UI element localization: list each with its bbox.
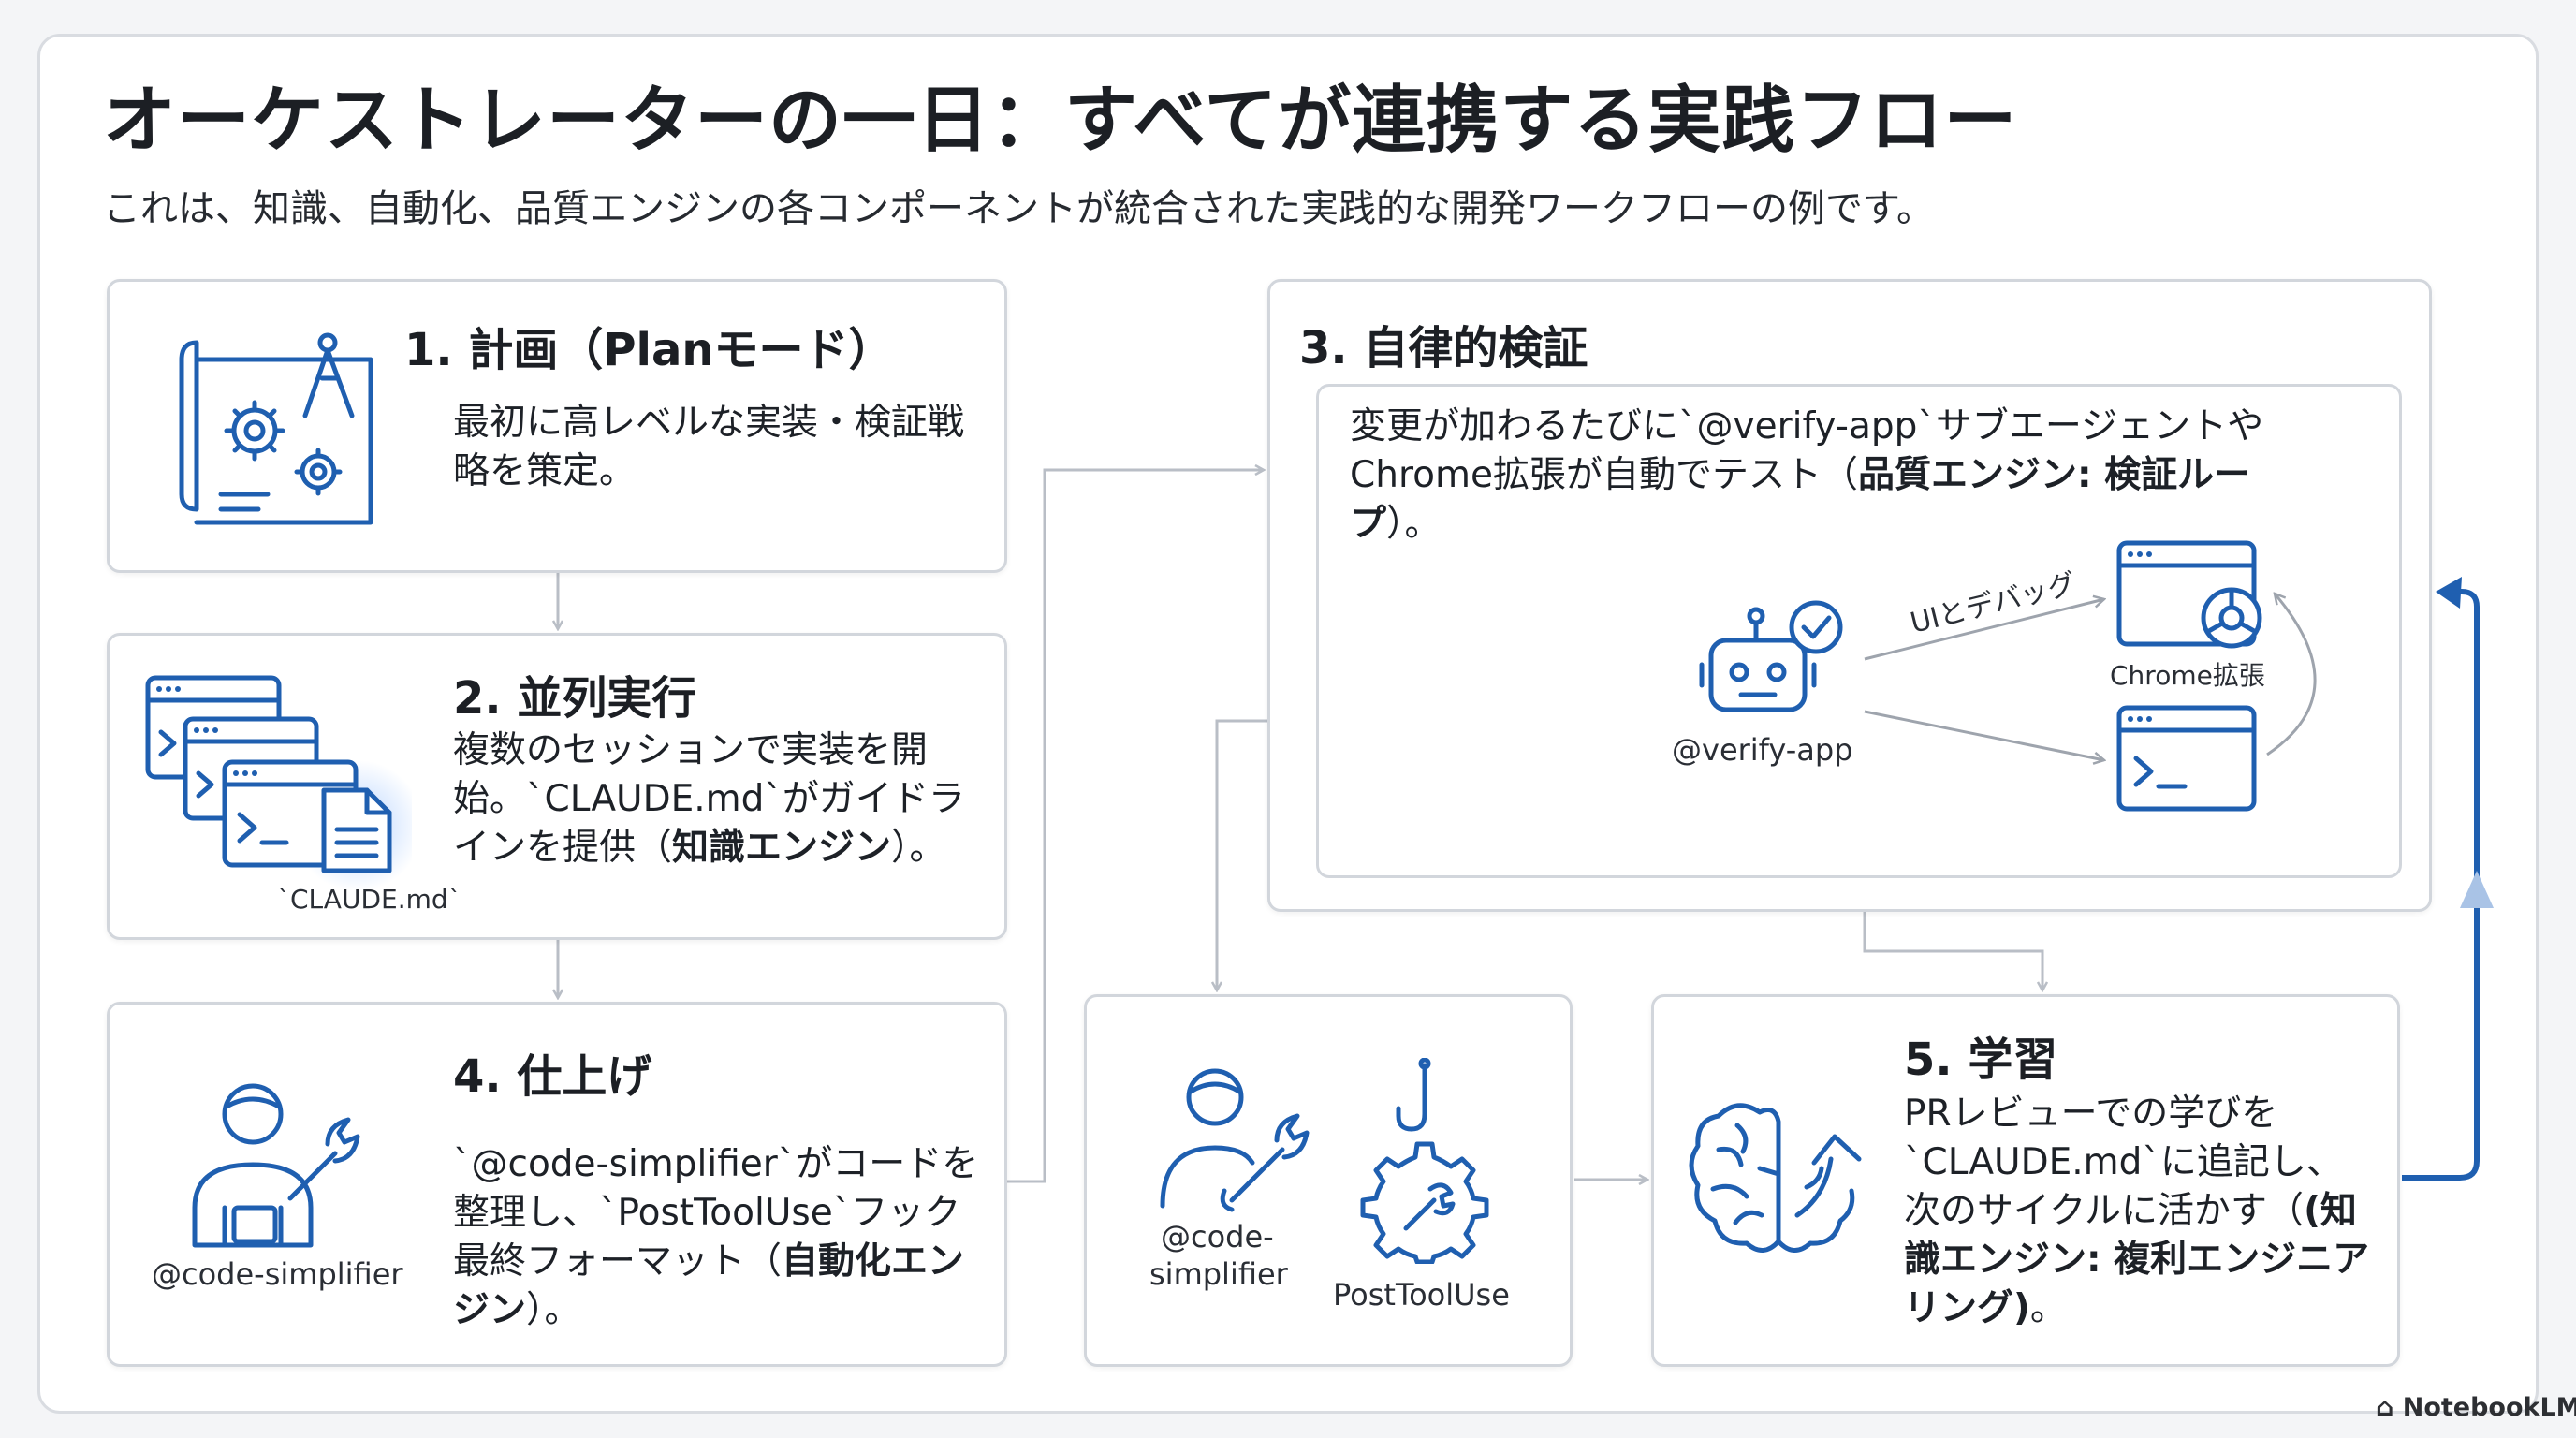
step5-body: PRレビューでの学びを`CLAUDE.md`に追記し、次のサイクルに活かす（(知… xyxy=(1904,1090,2372,1333)
verify-to-terminal-arrow xyxy=(1864,710,2104,760)
verify-app-label: @verify-app xyxy=(1672,732,1853,768)
terminal-to-chrome-loop xyxy=(2266,594,2317,756)
posttooluse-label: PostToolUse xyxy=(1333,1277,1510,1313)
code-simplifier-caption: @code-simplifier xyxy=(152,1256,403,1292)
terminal-windows-icon xyxy=(145,675,412,891)
step2-body-a: 複数のセッションで実装を開始。`CLAUDE.md`がガイドラインを提供（ xyxy=(453,729,965,869)
step4-card xyxy=(107,1002,1007,1367)
step3-body-bold: 品質エンジン: 検証ループ xyxy=(1350,454,2251,545)
connector-4-3 xyxy=(1005,470,1264,1183)
brain-growth-icon xyxy=(1689,1103,1862,1253)
step4-body: `@code-simplifier`がコードを整理し、`PostToolUse`… xyxy=(453,1140,987,1335)
step3-body-a: 変更が加わるたびに`@verify-app`サブエージェントやChrome拡張が… xyxy=(1350,405,2264,496)
loop-arrowhead xyxy=(2436,577,2462,609)
step4-heading: 4. 仕上げ xyxy=(453,1050,652,1103)
claude-md-caption: `CLAUDE.md` xyxy=(277,884,461,915)
page-subtitle: これは、知識、自動化、品質エンジンの各コンポーネントが統合された実践的な開発ワー… xyxy=(103,187,1934,230)
step5-body-bold: (知識エンジン: 複利エンジニアリング) xyxy=(1904,1190,2370,1329)
terminal-window-icon xyxy=(2116,705,2257,812)
code-simplifier-agent-icon xyxy=(1160,1068,1310,1212)
developer-wrench-icon xyxy=(192,1083,360,1248)
step2-heading: 2. 並列実行 xyxy=(453,672,697,725)
step3-body-b: ）。 xyxy=(1386,503,1442,545)
brand-label: NotebookLM xyxy=(2402,1393,2576,1422)
verify-to-chrome-arrow xyxy=(1864,599,2104,661)
step2-body-b: ）。 xyxy=(891,827,946,869)
loop-mid-arrowhead xyxy=(2460,871,2494,908)
connector-3-5 xyxy=(1863,912,2042,990)
hook-gear-icon xyxy=(1360,1058,1489,1264)
step3-heading: 3. 自律的検証 xyxy=(1299,322,1588,374)
step1-heading: 1. 計画（Planモード） xyxy=(404,324,894,376)
step2-body: 複数のセッションで実装を開始。`CLAUDE.md`がガイドラインを提供（知識エ… xyxy=(453,726,987,873)
step4-body-a: `@code-simplifier`がコードを整理し、`PostToolUse`… xyxy=(453,1143,979,1283)
blueprint-icon xyxy=(179,332,373,525)
step3-body: 変更が加わるたびに`@verify-app`サブエージェントやChrome拡張が… xyxy=(1350,403,2305,549)
page-title: オーケストレーターの一日：すべてが連携する実践フロー xyxy=(103,79,2018,163)
middle-agent-label-1: @code- xyxy=(1161,1219,1274,1255)
notebooklm-logo-icon: ⌂ xyxy=(2376,1393,2403,1422)
chrome-window-icon xyxy=(2116,540,2262,649)
ui-debug-label: UIとデバッグ xyxy=(1907,567,2079,640)
chrome-extension-label: Chrome拡張 xyxy=(2110,660,2265,691)
step5-card xyxy=(1651,994,2400,1367)
verify-robot-icon xyxy=(1699,600,1843,712)
step4-body-bold: 自動化エンジン xyxy=(453,1240,965,1331)
middle-agent-label-2: simplifier xyxy=(1149,1256,1288,1292)
step1-body: 最初に高レベルな実装・検証戦略を策定。 xyxy=(453,402,965,492)
step5-body-b: 。 xyxy=(2029,1287,2067,1329)
step4-body-b: ）。 xyxy=(526,1289,581,1331)
step5-heading: 5. 学習 xyxy=(1904,1034,2058,1086)
step5-body-a: PRレビューでの学びを`CLAUDE.md`に追記し、次のサイクルに活かす（ xyxy=(1904,1093,2343,1232)
connector-3-middle xyxy=(1217,719,1267,990)
step2-body-bold: 知識エンジン xyxy=(672,827,892,869)
notebooklm-watermark: ⌂ NotebookLM xyxy=(2376,1393,2576,1422)
